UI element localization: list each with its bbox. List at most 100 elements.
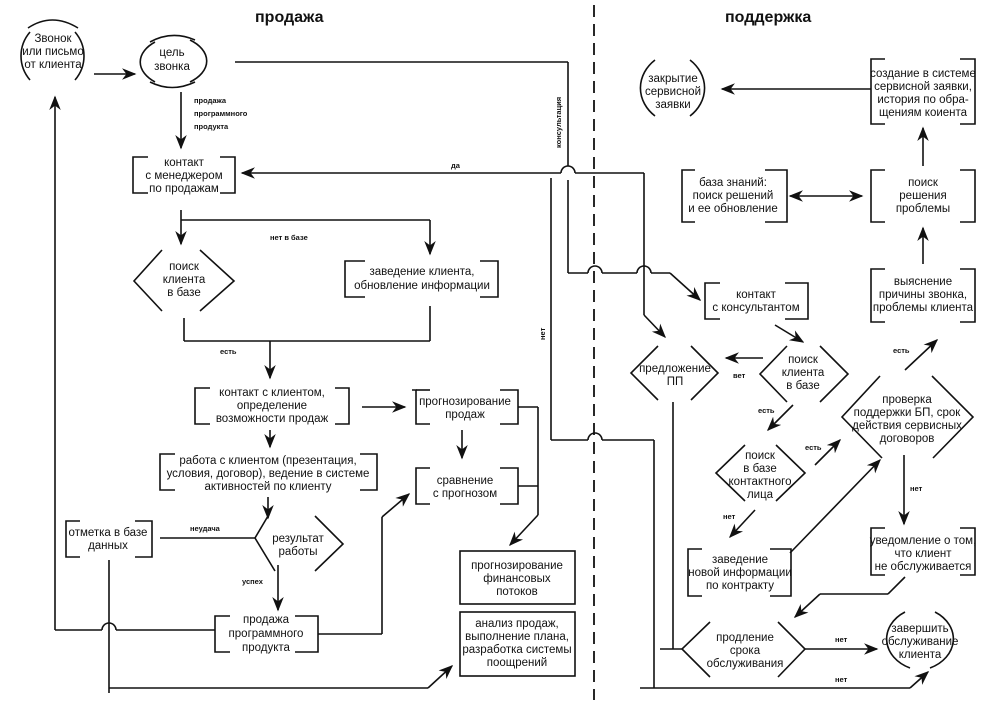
node-search-solution[interactable]: поиск решения проблемы	[870, 169, 976, 223]
node-create-ticket[interactable]: создание в системе сервисной заявки, ист…	[870, 58, 976, 125]
svg-text:контактного: контактного	[729, 476, 792, 488]
svg-text:и ее обновление: и ее обновление	[688, 203, 777, 215]
label-sell-product-2: программного	[194, 109, 248, 118]
svg-text:потоков: потоков	[496, 586, 538, 598]
svg-text:поиск: поиск	[745, 450, 776, 462]
svg-text:новой информации: новой информации	[688, 567, 792, 579]
svg-text:поиск: поиск	[908, 177, 939, 189]
svg-text:ПП: ПП	[667, 376, 684, 388]
svg-text:поддержки БП, срок: поддержки БП, срок	[854, 407, 962, 419]
node-compare-forecast[interactable]: сравнение с прогнозом	[415, 467, 519, 505]
node-financial-forecast-box[interactable]	[459, 550, 576, 605]
heading-support: поддержка	[725, 9, 811, 26]
svg-text:прогнозирование: прогнозирование	[471, 560, 563, 572]
connectors	[49, 61, 939, 693]
node-check-support[interactable]: проверка поддержки БП, срок действия сер…	[840, 375, 975, 459]
svg-text:клиента: клиента	[163, 274, 206, 286]
svg-text:звонка: звонка	[154, 61, 190, 73]
svg-text:работа с клиентом (презентация: работа с клиентом (презентация,	[179, 455, 356, 467]
svg-text:в базе: в базе	[167, 287, 200, 299]
node-end-service[interactable]: завершить обслуживание клиента	[882, 611, 959, 669]
svg-text:от клиента: от клиента	[24, 59, 82, 71]
svg-text:закрытие: закрытие	[648, 73, 697, 85]
label-no-vertical: нет	[538, 327, 547, 340]
svg-text:проблемы: проблемы	[896, 203, 950, 215]
svg-text:активностей по клиенту: активностей по клиенту	[204, 481, 331, 493]
svg-text:срока: срока	[730, 645, 761, 657]
node-search-contact-person[interactable]: поиск в базе контактного лица	[714, 444, 807, 502]
svg-text:поиск: поиск	[169, 261, 200, 273]
svg-text:не обслуживается: не обслуживается	[875, 561, 972, 573]
svg-text:по контракту: по контракту	[706, 580, 774, 592]
svg-text:заведение клиента,: заведение клиента,	[369, 266, 474, 278]
node-close-ticket[interactable]: закрытие сервисной заявки	[639, 59, 706, 117]
svg-text:выполнение плана,: выполнение плана,	[465, 631, 569, 643]
svg-text:предложение: предложение	[639, 363, 711, 375]
node-search-client-sales[interactable]: поиск клиента в базе	[132, 249, 236, 312]
svg-text:история по обра-: история по обра-	[877, 94, 969, 106]
node-notify-not-served[interactable]: уведомление о том, что клиент не обслужи…	[870, 527, 977, 576]
svg-text:по продажам: по продажам	[149, 183, 219, 195]
svg-text:финансовых: финансовых	[483, 573, 551, 585]
svg-text:с консультантом: с консультантом	[712, 302, 799, 314]
node-contact-consultant[interactable]: контакт с консультантом	[704, 282, 809, 320]
svg-text:причины звонка,: причины звонка,	[879, 289, 967, 301]
label-sell-product-3: продукта	[194, 122, 229, 131]
node-knowledge-base[interactable]: база знаний: поиск решений и ее обновлен…	[681, 169, 788, 223]
svg-text:проверка: проверка	[882, 394, 932, 406]
label-exists: есть	[220, 347, 237, 356]
node-sales-analysis-box[interactable]	[459, 611, 576, 677]
svg-text:заявки: заявки	[655, 99, 690, 111]
svg-text:анализ продаж,: анализ продаж,	[475, 618, 559, 630]
node-db-mark[interactable]: отметка в базе данных	[65, 520, 153, 558]
node-call-purpose[interactable]: цель звонка	[139, 34, 208, 89]
svg-text:продаж: продаж	[445, 409, 485, 421]
node-create-client[interactable]: заведение клиента, обновление информации	[344, 260, 499, 298]
svg-text:договоров: договоров	[880, 433, 935, 445]
svg-text:отметка в базе: отметка в базе	[69, 527, 148, 539]
node-extend-service[interactable]: продление срока обслуживания	[680, 621, 807, 678]
svg-text:возможности продаж: возможности продаж	[216, 413, 329, 425]
svg-text:цель: цель	[159, 47, 184, 59]
svg-text:завершить: завершить	[891, 623, 948, 635]
svg-text:контакт с клиентом,: контакт с клиентом,	[219, 387, 325, 399]
svg-text:продление: продление	[716, 632, 774, 644]
node-financial-forecast: прогнозирование финансовых потоков	[471, 560, 563, 598]
svg-text:продажа: продажа	[243, 614, 290, 626]
svg-text:заведение: заведение	[712, 554, 768, 566]
node-work-with-client[interactable]: работа с клиентом (презентация, условия,…	[159, 453, 378, 493]
svg-text:создание в системе: создание в системе	[870, 68, 976, 80]
svg-text:щениям коиента: щениям коиента	[879, 107, 968, 119]
svg-text:сервисной заявки,: сервисной заявки,	[874, 81, 972, 93]
svg-text:что клиент: что клиент	[894, 548, 952, 560]
node-contact-sales-manager[interactable]: контакт с менеджером по продажам	[132, 156, 236, 195]
node-search-client-support[interactable]: поиск клиента в базе	[758, 345, 850, 403]
node-work-result[interactable]: результат работы	[254, 515, 345, 572]
label-exists-check: есть	[805, 443, 822, 452]
svg-text:проблемы клиента: проблемы клиента	[873, 302, 974, 314]
node-call-or-letter[interactable]: Звонок или письмо от клиента	[20, 19, 85, 81]
label-consultation: консультация	[554, 97, 563, 148]
svg-text:обслуживание: обслуживание	[882, 636, 959, 648]
node-sales-analysis: анализ продаж, выполнение плана, разрабо…	[462, 618, 571, 669]
node-new-contract-info[interactable]: заведение новой информации по контракту	[687, 548, 792, 597]
svg-text:поиск: поиск	[788, 354, 819, 366]
node-sell-software[interactable]: продажа программного продукта	[214, 614, 319, 654]
svg-text:прогнозирование: прогнозирование	[419, 396, 511, 408]
svg-text:сервисной: сервисной	[645, 86, 701, 98]
svg-text:уведомление о том,: уведомление о том,	[870, 535, 977, 547]
svg-text:действия сервисных: действия сервисных	[852, 420, 962, 432]
node-contact-client[interactable]: контакт с клиентом, определение возможно…	[194, 387, 350, 425]
label-yes: да	[451, 161, 461, 170]
svg-text:программного: программного	[229, 628, 304, 640]
node-offer-pp[interactable]: предложение ПП	[629, 345, 720, 401]
svg-text:контакт: контакт	[164, 157, 205, 169]
label-no-bottom: нет	[835, 675, 848, 684]
heading-sales: продажа	[255, 9, 324, 26]
label-exists-contact: есть	[758, 406, 775, 415]
node-sales-forecast[interactable]: прогнозирование продаж	[412, 389, 519, 425]
node-clarify-reason[interactable]: выяснение причины звонка, проблемы клиен…	[870, 268, 976, 323]
svg-text:в базе: в базе	[786, 380, 819, 392]
label-failure: неудача	[190, 524, 221, 533]
